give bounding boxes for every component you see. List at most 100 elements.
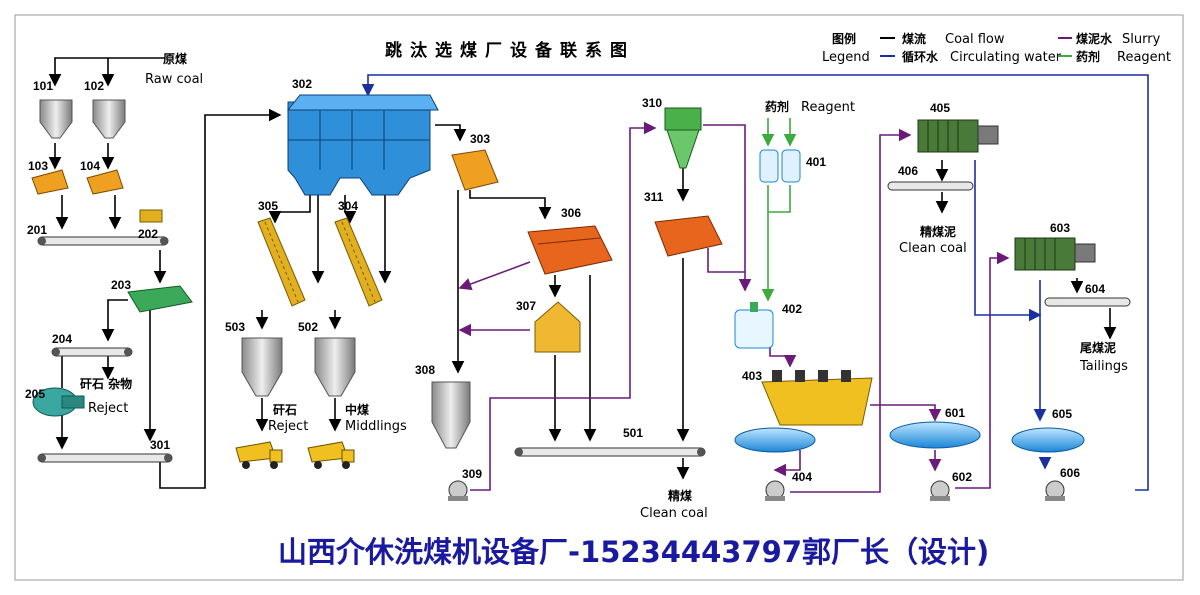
thickener-605[interactable]: [1011, 427, 1085, 453]
label-104: 104: [80, 159, 100, 173]
magnetic-separator-202[interactable]: [139, 209, 163, 223]
thickener-404[interactable]: [734, 427, 816, 453]
filter-press-603[interactable]: [1014, 237, 1096, 271]
label-401: 401: [806, 155, 826, 169]
label-307: 307: [516, 299, 536, 313]
label-311: 311: [644, 190, 664, 204]
label-503: 503: [225, 320, 245, 334]
pump-602[interactable]: [930, 480, 950, 501]
label-103: 103: [28, 159, 48, 173]
middlings-en: Middlings: [345, 419, 407, 434]
label-602: 602: [952, 470, 972, 484]
filter-press-405[interactable]: [917, 119, 999, 153]
label-502: 502: [298, 320, 318, 334]
diagram-border: [14, 14, 1184, 581]
clean-coal-501-cn: 精煤: [668, 488, 692, 503]
equipment-numbers: 101 102 103 104 201 202 203 204 205 301 …: [25, 77, 1105, 484]
label-501: 501: [623, 426, 643, 440]
bin-503[interactable]: [241, 337, 283, 397]
label-604: 604: [1085, 282, 1105, 296]
middlings-cn: 中煤: [345, 402, 369, 417]
belt-conveyor-406[interactable]: [887, 181, 974, 191]
thickener-601[interactable]: [889, 421, 981, 449]
legend: 图例 Legend 煤流 Coal flow 循环水 Circulating w…: [822, 31, 1171, 65]
label-406: 406: [898, 164, 918, 178]
legend-coal-flow-cn: 煤流: [902, 31, 926, 46]
legend-circulating-water-cn: 循环水: [902, 49, 939, 64]
reagent-lines: [761, 118, 797, 302]
legend-coal-flow-en: Coal flow: [945, 32, 1005, 47]
screen-303[interactable]: [451, 149, 499, 191]
label-101: 101: [33, 79, 53, 93]
legend-slurry-en: Slurry: [1122, 32, 1161, 47]
label-403: 403: [742, 369, 762, 383]
label-405: 405: [930, 101, 950, 115]
reject-205-cn: 矸石 杂物: [80, 376, 132, 391]
label-308: 308: [415, 363, 435, 377]
truck-reject: [235, 441, 283, 469]
truck-middlings: [307, 441, 355, 469]
bin-502[interactable]: [314, 337, 356, 397]
feeder-103[interactable]: [31, 169, 69, 195]
label-603: 603: [1050, 221, 1070, 235]
reagent-en: Reagent: [801, 100, 855, 115]
belt-conveyor-204[interactable]: [51, 347, 133, 357]
legend-title-en: Legend: [822, 50, 870, 65]
conditioning-tank-402[interactable]: [734, 302, 774, 349]
circulating-water-lines: [361, 74, 1149, 491]
screen-203[interactable]: [127, 285, 193, 313]
label-302: 302: [292, 77, 312, 91]
bucket-elevator-305[interactable]: [257, 217, 306, 307]
bin-102[interactable]: [92, 99, 126, 139]
dewatering-screen-311[interactable]: [654, 215, 723, 257]
label-305: 305: [258, 199, 278, 213]
pump-309[interactable]: [448, 480, 468, 501]
legend-title-cn: 图例: [832, 31, 856, 46]
legend-reagent-en: Reagent: [1117, 50, 1171, 65]
label-601: 601: [945, 406, 965, 420]
pump-606[interactable]: [1045, 480, 1065, 501]
label-304: 304: [338, 199, 358, 213]
belt-conveyor-604[interactable]: [1044, 297, 1131, 307]
label-102: 102: [84, 79, 104, 93]
pump-404[interactable]: [765, 480, 785, 501]
centrifuge-307[interactable]: [534, 301, 581, 353]
label-205: 205: [25, 387, 45, 401]
raw-coal-cn: 原煤: [163, 51, 187, 66]
clean-coal-406-en: Clean coal: [899, 241, 967, 256]
legend-circulating-water-en: Circulating water: [950, 50, 1062, 65]
reagent-tanks-401[interactable]: [759, 149, 801, 183]
bin-101[interactable]: [39, 99, 73, 139]
label-201: 201: [27, 223, 47, 237]
jig-302[interactable]: [286, 94, 439, 196]
clean-coal-406-cn: 精煤泥: [920, 224, 956, 239]
cyclone-310[interactable]: [664, 107, 702, 169]
bucket-elevator-304[interactable]: [334, 217, 383, 307]
raw-coal-en: Raw coal: [145, 72, 203, 87]
slurry-lines: [458, 121, 1010, 493]
crusher-205[interactable]: [32, 387, 85, 417]
label-303: 303: [470, 132, 490, 146]
material-labels: 原煤 Raw coal 矸石 杂物 Reject 矸石 Reject 中煤 Mi…: [80, 51, 1128, 521]
dewatering-screen-306[interactable]: [527, 225, 613, 275]
reject-205-en: Reject: [88, 401, 128, 416]
reagent-cn: 药剂: [765, 99, 789, 114]
feeder-104[interactable]: [86, 169, 124, 195]
label-606: 606: [1060, 466, 1080, 480]
bin-308[interactable]: [431, 381, 471, 449]
label-309: 309: [462, 467, 482, 481]
belt-conveyor-301[interactable]: [37, 453, 173, 463]
label-202: 202: [138, 227, 158, 241]
label-301: 301: [150, 438, 170, 452]
reject-503-en: Reject: [268, 419, 308, 434]
label-306: 306: [561, 206, 581, 220]
legend-reagent-cn: 药剂: [1076, 49, 1100, 64]
belt-conveyor-501[interactable]: [514, 447, 706, 457]
reject-503-cn: 矸石: [273, 403, 297, 417]
diagram-title: 跳汰选煤厂设备联系图: [385, 40, 635, 61]
flotation-machine-403[interactable]: [761, 370, 873, 426]
belt-conveyor-201[interactable]: [37, 236, 169, 246]
tailings-en: Tailings: [1079, 359, 1128, 374]
label-203: 203: [111, 278, 131, 292]
